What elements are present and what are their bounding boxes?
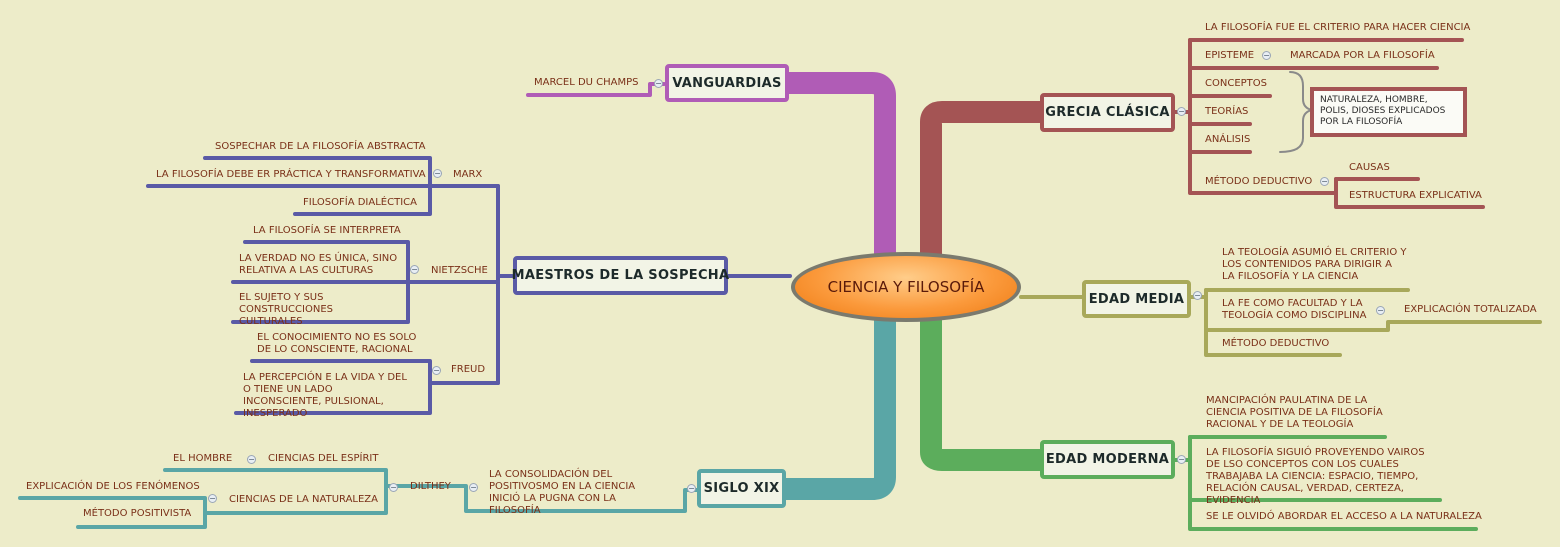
collapse-toggle-icon[interactable]: − [433, 169, 442, 178]
connector-siglo [759, 309, 896, 500]
topic-naturaleza-box[interactable]: NATURALEZA, HOMBRE, POLIS, DIOSES EXPLIC… [1310, 87, 1467, 137]
topic-metodo-deductivo[interactable]: MÉTODO DEDUCTIVO [1205, 176, 1313, 187]
topic-marcada[interactable]: MARCADA POR LA FILOSOFÍA [1290, 50, 1435, 61]
node-grecia-label: GRECIA CLÁSICA [1045, 105, 1170, 120]
node-edad-moderna[interactable]: EDAD MODERNA [1040, 440, 1175, 479]
topic-consolidacion[interactable]: LA CONSOLIDACIÓN DEL POSITIVOSMO EN LA C… [489, 469, 636, 516]
topic-marx-item[interactable]: FILOSOFÍA DIALÉCTICA [303, 197, 417, 208]
topic-filosofia-siguio[interactable]: LA FILOSOFÍA SIGUIÓ PROVEYENDO VAIROS DE… [1206, 447, 1425, 506]
topic-episteme[interactable]: EPISTEME [1205, 50, 1255, 61]
collapse-toggle-icon[interactable]: − [1177, 455, 1186, 464]
topic-el-hombre[interactable]: EL HOMBRE [173, 453, 233, 464]
topic-se-le-olvido[interactable]: SE LE OLVIDÓ ABORDAR EL ACCESO A LA NATU… [1206, 511, 1482, 522]
node-siglo-xix[interactable]: SIGLO XIX [697, 469, 786, 508]
topic-dilthey[interactable]: DILTHEY [410, 481, 451, 492]
collapse-toggle-icon[interactable]: − [654, 79, 663, 88]
collapse-toggle-icon[interactable]: − [247, 455, 256, 464]
node-vanguardias[interactable]: VANGUARDIAS [665, 64, 789, 102]
topic-marcel-du-champs[interactable]: MARCEL DU CHAMPS [534, 77, 639, 88]
topic-nietzsche-item[interactable]: LA FILOSOFÍA SE INTERPRETA [253, 225, 401, 236]
topic-explicacion-fenomenos[interactable]: EXPLICACIÓN DE LOS FENÓMENOS [26, 481, 200, 492]
collapse-toggle-icon[interactable]: − [1177, 107, 1186, 116]
connector-vanguardias [777, 72, 896, 266]
topic-freud-item[interactable]: LA PERCEPCIÓN E LA VIDA Y DEL O TIENE UN… [243, 372, 407, 419]
topic-freud[interactable]: FREUD [451, 364, 486, 375]
node-moderna-label: EDAD MODERNA [1045, 452, 1170, 467]
topic-conceptos[interactable]: CONCEPTOS [1205, 78, 1267, 89]
topic-ciencias-naturaleza[interactable]: CIENCIAS DE LA NATURALEZA [229, 494, 378, 505]
collapse-toggle-icon[interactable]: − [208, 494, 217, 503]
topic-criterio[interactable]: LA FILOSOFÍA FUE EL CRITERIO PARA HACER … [1205, 22, 1471, 33]
topic-marx-item[interactable]: SOSPECHAR DE LA FILOSOFÍA ABSTRACTA [215, 141, 426, 152]
node-maestros[interactable]: MAESTROS DE LA SOSPECHA [511, 256, 730, 295]
topic-nietzsche-item[interactable]: LA VERDAD NO ES ÚNICA, SINO RELATIVA A L… [239, 253, 398, 276]
collapse-toggle-icon[interactable]: − [432, 366, 441, 375]
topic-teologia-criterio[interactable]: LA TEOLOGÍA ASUMIÓ EL CRITERIO Y LOS CON… [1222, 247, 1407, 282]
topic-ciencias-espiritu[interactable]: CIENCIAS DEL ESPÍRIT [268, 453, 379, 464]
topic-teorias[interactable]: TEORÍAS [1205, 106, 1249, 117]
grecia-brace [1279, 71, 1313, 153]
topic-fe-facultad[interactable]: LA FE COMO FACULTAD Y LA TEOLOGÍA COMO D… [1222, 298, 1367, 321]
connector-moderna [920, 309, 1051, 471]
collapse-toggle-icon[interactable]: − [1376, 306, 1385, 315]
connector-grecia [920, 101, 1051, 266]
topic-causas[interactable]: CAUSAS [1349, 162, 1390, 173]
node-vanguardias-label: VANGUARDIAS [672, 75, 782, 91]
topic-marx-item[interactable]: LA FILOSOFÍA DEBE ER PRÁCTICA Y TRANSFOR… [156, 169, 426, 180]
central-topic-label: CIENCIA Y FILOSOFÍA [827, 278, 985, 296]
topic-mancipacion[interactable]: MANCIPACIÓN PAULATINA DE LA CIENCIA POSI… [1206, 395, 1383, 430]
topic-marx[interactable]: MARX [453, 169, 483, 180]
topic-nietzsche[interactable]: NIETZSCHE [431, 265, 488, 276]
topic-metodo-positivista[interactable]: MÉTODO POSITIVISTA [83, 508, 192, 519]
collapse-toggle-icon[interactable]: − [1320, 177, 1329, 186]
node-siglo-label: SIGLO XIX [703, 481, 780, 496]
collapse-toggle-icon[interactable]: − [687, 484, 696, 493]
node-edad-media[interactable]: EDAD MEDIA [1082, 280, 1191, 318]
node-media-label: EDAD MEDIA [1088, 291, 1185, 307]
topic-explicacion-totalizada[interactable]: EXPLICACIÓN TOTALIZADA [1404, 304, 1537, 315]
topic-analisis[interactable]: ANÁLISIS [1205, 134, 1251, 145]
topic-metodo-deductivo-media[interactable]: MÉTODO DEDUCTIVO [1222, 338, 1330, 349]
collapse-toggle-icon[interactable]: − [410, 265, 419, 274]
node-grecia[interactable]: GRECIA CLÁSICA [1040, 93, 1175, 132]
topic-estructura-explicativa[interactable]: ESTRUCTURA EXPLICATIVA [1349, 190, 1482, 201]
topic-freud-item[interactable]: EL CONOCIMIENTO NO ES SOLO DE LO CONSCIE… [257, 332, 417, 355]
node-maestros-label: MAESTROS DE LA SOSPECHA [511, 268, 730, 283]
central-topic[interactable]: CIENCIA Y FILOSOFÍA [791, 252, 1021, 322]
collapse-toggle-icon[interactable]: − [1193, 291, 1202, 300]
collapse-toggle-icon[interactable]: − [1262, 51, 1271, 60]
topic-nietzsche-item[interactable]: EL SUJETO Y SUS CONSTRUCCIONES CULTURALE… [239, 292, 333, 327]
collapse-toggle-icon[interactable]: − [469, 483, 478, 492]
collapse-toggle-icon[interactable]: − [389, 483, 398, 492]
